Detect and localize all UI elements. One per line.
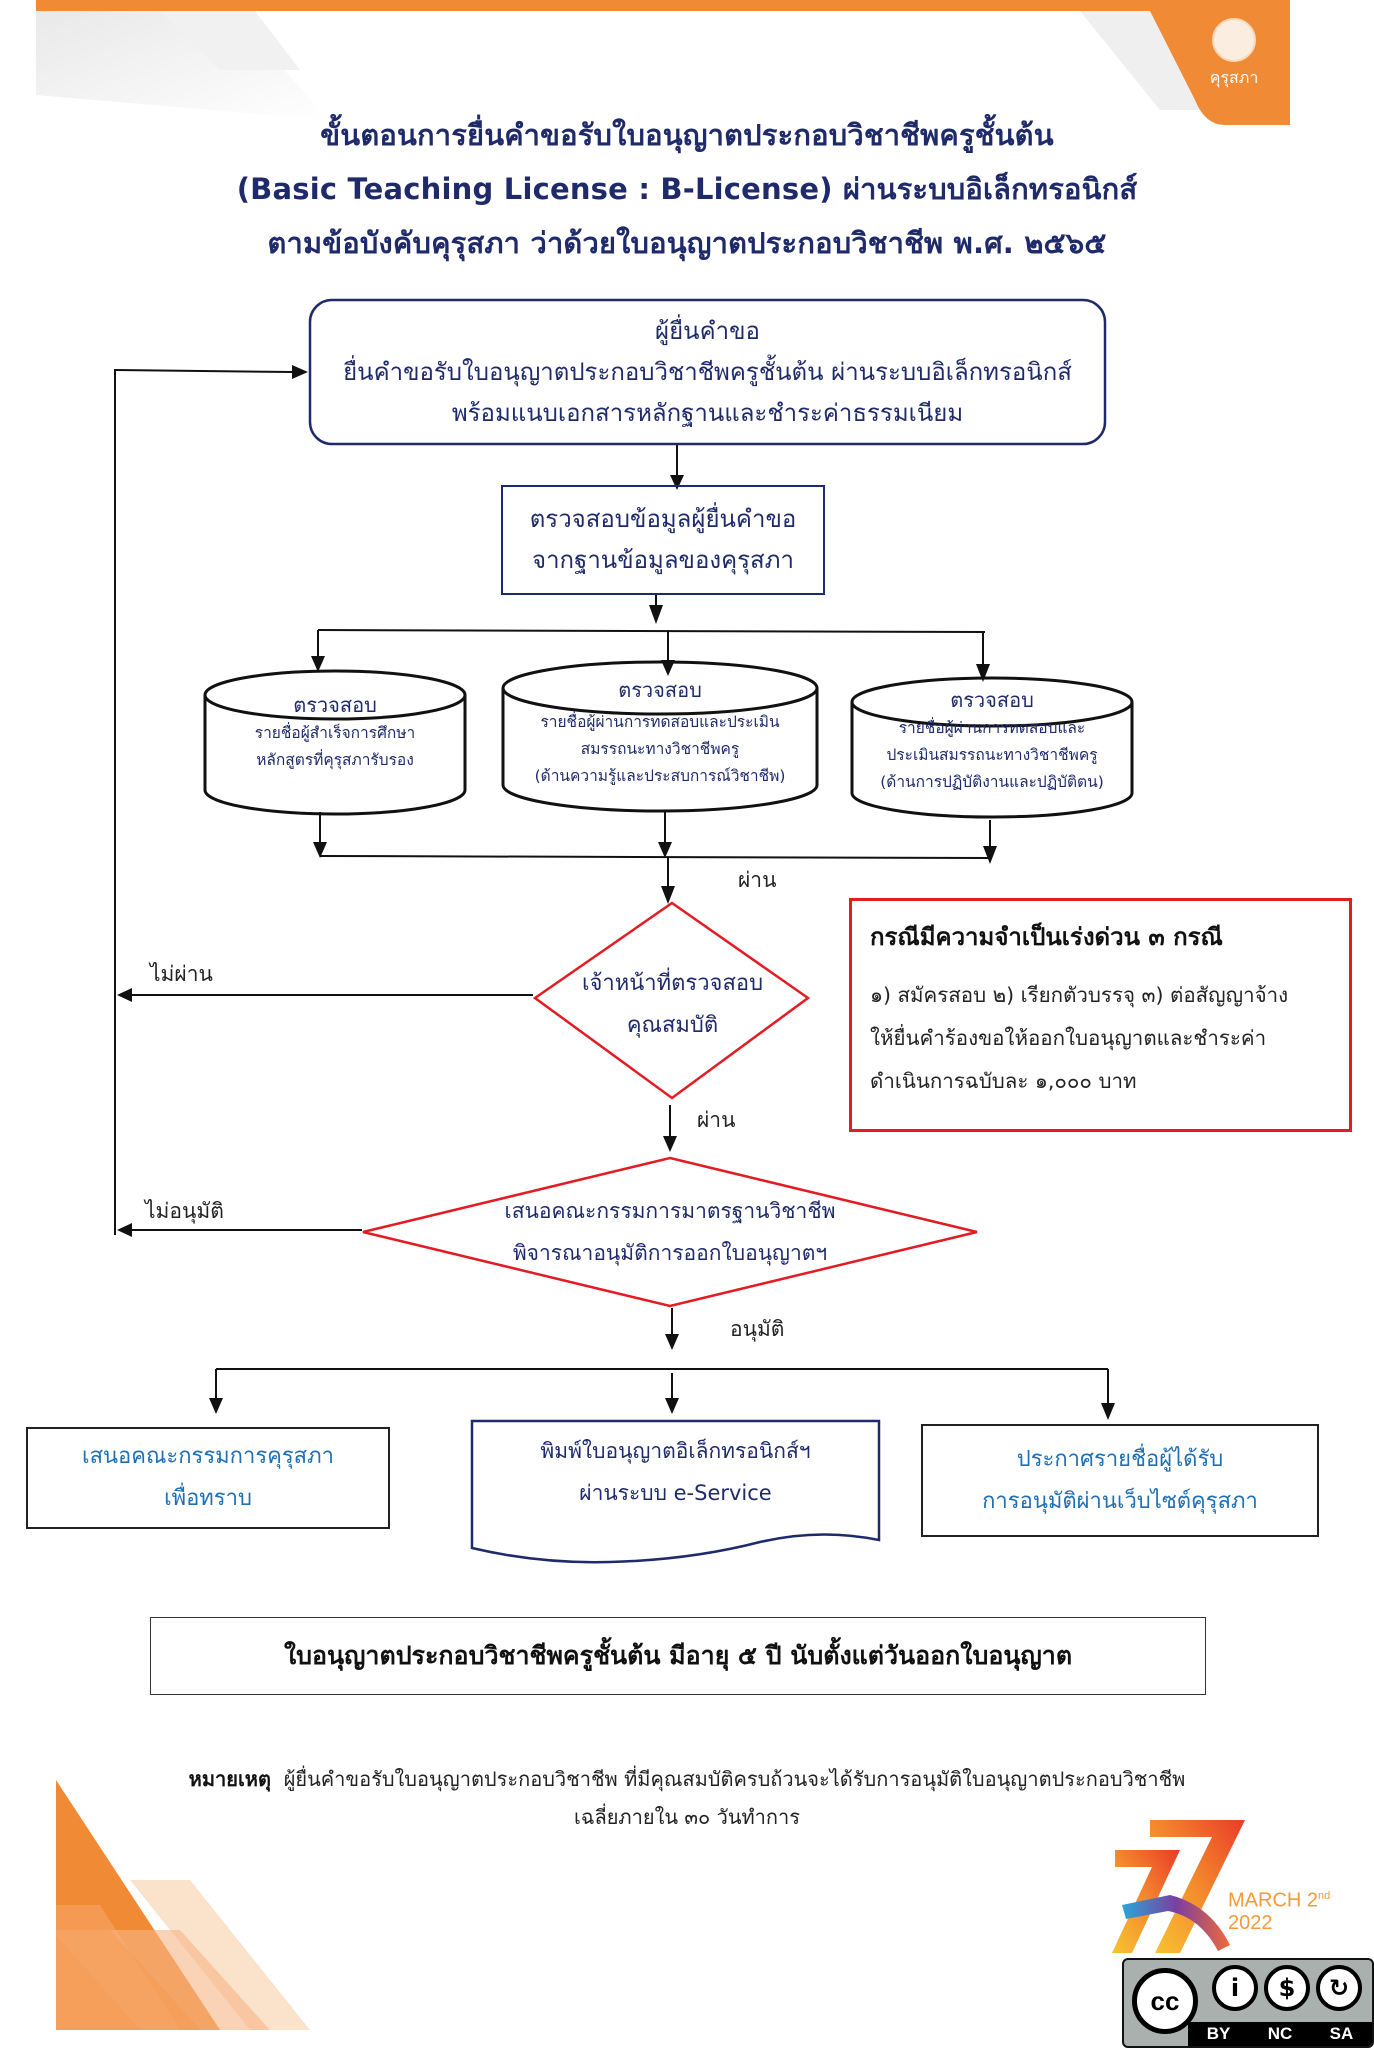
header-grey-swoosh (36, 11, 330, 120)
anniversary-date-line-1: MARCH 2 (1228, 1889, 1319, 1912)
remark-line-1: ผู้ยื่นคำขอรับใบอนุญาตประกอบวิชาชีพ ที่ม… (283, 1767, 1186, 1791)
remark-line-2: เฉลี่ยภายใน ๓๐ วันทำการ (574, 1805, 800, 1829)
anniversary-date: MARCH 2nd 2022 (1228, 1885, 1330, 1934)
check-graduates: ตรวจสอบ รายชื่อผู้สำเร็จการศึกษา หลักสูต… (205, 690, 465, 774)
remark: หมายเหตุ ผู้ยื่นคำขอรับใบอนุญาตประกอบวิช… (0, 1760, 1374, 1836)
logo-text: คุรุสภา (1209, 68, 1259, 87)
page-title-line-2: (Basic Teaching License : B-License) ผ่า… (236, 172, 1138, 206)
outcome-line-1: พิมพ์ใบอนุญาตอิเล็กทรอนิกส์ฯ (540, 1439, 811, 1463)
applicant-step: ผู้ยื่นคำขอ ยื่นคำขอรับใบอนุญาตประกอบวิช… (310, 300, 1105, 444)
verify-line-1: ตรวจสอบข้อมูลผู้ยื่นคำขอ (529, 505, 797, 533)
cc-sa-sharealike-icon: ↻ (1316, 1965, 1362, 2011)
urgent-line-3: ดำเนินการฉบับละ ๑,๐๐๐ บาท (870, 1069, 1137, 1093)
committee-decision: เสนอคณะกรรมการมาตรฐานวิชาชีพ พิจารณาอนุม… (430, 1190, 910, 1274)
reject-label: ไม่อนุมัติ (145, 1199, 224, 1223)
fail-label: ไม่ผ่าน (150, 962, 213, 986)
urgent-line-1: ๑) สมัครสอบ ๒) เรียกตัวบรรจุ ๓) ต่อสัญญา… (870, 983, 1289, 1007)
urgent-title: กรณีมีความจำเป็นเร่งด่วน ๓ กรณี (870, 923, 1223, 951)
check-heading: ตรวจสอบ (618, 678, 702, 702)
outcome-line-2: การอนุมัติผ่านเว็บไซต์คุรุสภา (982, 1488, 1258, 1514)
officer-line-2: คุณสมบัติ (626, 1013, 719, 1038)
remark-label: หมายเหตุ (188, 1767, 271, 1791)
check-line: ประเมินสมรรถนะทางวิชาชีพครู (886, 746, 1098, 764)
page-title-line-1: ขั้นตอนการยื่นคำขอรับใบอนุญาตประกอบวิชาช… (320, 118, 1054, 152)
outcome-line-2: ผ่านระบบ e-Service (579, 1481, 772, 1505)
applicant-title: ผู้ยื่นคำขอ (655, 316, 760, 345)
officer-check-decision: เจ้าหน้าที่ตรวจสอบ คุณสมบัติ (540, 963, 805, 1047)
verify-line-2: จากฐานข้อมูลของคุรุสภา (532, 546, 794, 574)
anniversary-date-line-2: 2022 (1228, 1911, 1273, 1934)
check-line: รายชื่อผู้ผ่านการทดสอบและประเมิน (540, 713, 780, 731)
urgent-cases-box: กรณีมีความจำเป็นเร่งด่วน ๓ กรณี ๑) สมัคร… (849, 898, 1352, 1132)
cc-nc-noncommercial-icon: $ (1264, 1965, 1310, 2011)
applicant-desc-2: พร้อมแนบเอกสารหลักฐานและชำระค่าธรรมเนียม (451, 398, 964, 427)
header-orange-bar (36, 0, 1290, 11)
cc-label-strip: BY NC SA (1188, 2022, 1372, 2046)
applicant-desc-1: ยื่นคำขอรับใบอนุญาตประกอบวิชาชีพครูชั้นต… (343, 357, 1072, 386)
check-knowledge-competency: ตรวจสอบ รายชื่อผู้ผ่านการทดสอบและประเมิน… (503, 675, 817, 790)
outcome-line-1: เสนอคณะกรรมการคุรุสภา (82, 1444, 334, 1469)
anniversary-date-sup: nd (1318, 1890, 1331, 1902)
check-practice-competency: ตรวจสอบ รายชื่อผู้ผ่านการทดสอบและ ประเมิ… (852, 685, 1132, 796)
anniversary-77-icon (1112, 1820, 1245, 1953)
anniversary-logo: MARCH 2nd 2022 (1110, 1805, 1374, 1955)
cc-icon: cc (1132, 1968, 1198, 2034)
cc-nc-label: NC (1267, 2024, 1293, 2043)
outcome-print-license: พิมพ์ใบอนุญาตอิเล็กทรอนิกส์ฯ ผ่านระบบ e-… (472, 1430, 879, 1530)
outcome-notify-council: เสนอคณะกรรมการคุรุสภา เพื่อทราบ (27, 1428, 389, 1528)
cc-by-label: BY (1206, 2024, 1231, 2043)
outcome-line-1: ประกาศรายชื่อผู้ได้รับ (1016, 1446, 1224, 1472)
page-title-line-3: ตามข้อบังคับคุรุสภา ว่าด้วยใบอนุญาตประกอ… (267, 226, 1107, 260)
license-validity-note: ใบอนุญาตประกอบวิชาชีพครูชั้นต้น มีอายุ ๕… (150, 1617, 1206, 1695)
cc-sa-label: SA (1329, 2024, 1354, 2043)
check-line: (ด้านความรู้และประสบการณ์วิชาชีพ) (534, 767, 786, 785)
pass-label-2: ผ่าน (697, 1108, 736, 1132)
khurusapha-logo: คุรุสภา (1208, 18, 1260, 106)
check-line: (ด้านการปฏิบัติงานและปฏิบัติตน) (880, 773, 1104, 791)
check-line: หลักสูตรที่คุรุสภารับรอง (256, 751, 414, 769)
outcome-line-2: เพื่อทราบ (164, 1486, 252, 1511)
logo-emblem-icon (1212, 18, 1256, 62)
urgent-line-2: ให้ยื่นคำร้องขอให้ออกใบอนุญาตและชำระค่า (870, 1026, 1267, 1050)
cc-by-attribution-icon: i (1212, 1965, 1258, 2011)
committee-line-1: เสนอคณะกรรมการมาตรฐานวิชาชีพ (504, 1199, 836, 1223)
pass-label-1: ผ่าน (738, 868, 777, 892)
officer-line-1: เจ้าหน้าที่ตรวจสอบ (581, 971, 764, 996)
check-heading: ตรวจสอบ (293, 693, 377, 717)
outcome-announce-website: ประกาศรายชื่อผู้ได้รับ การอนุมัติผ่านเว็… (922, 1425, 1318, 1536)
check-line: รายชื่อผู้ผ่านการทดสอบและ (898, 719, 1086, 737)
check-heading: ตรวจสอบ (950, 688, 1034, 712)
approve-label: อนุมัติ (730, 1317, 785, 1341)
committee-line-2: พิจารณาอนุมัติการออกใบอนุญาตฯ (512, 1241, 828, 1265)
cc-license-badge: BY NC SA cc i $ ↻ (1122, 1958, 1374, 2048)
verify-database-step: ตรวจสอบข้อมูลผู้ยื่นคำขอ จากฐานข้อมูลของ… (502, 486, 824, 594)
check-line: สมรรถนะทางวิชาชีพครู (580, 740, 740, 758)
check-line: รายชื่อผู้สำเร็จการศึกษา (254, 724, 416, 742)
